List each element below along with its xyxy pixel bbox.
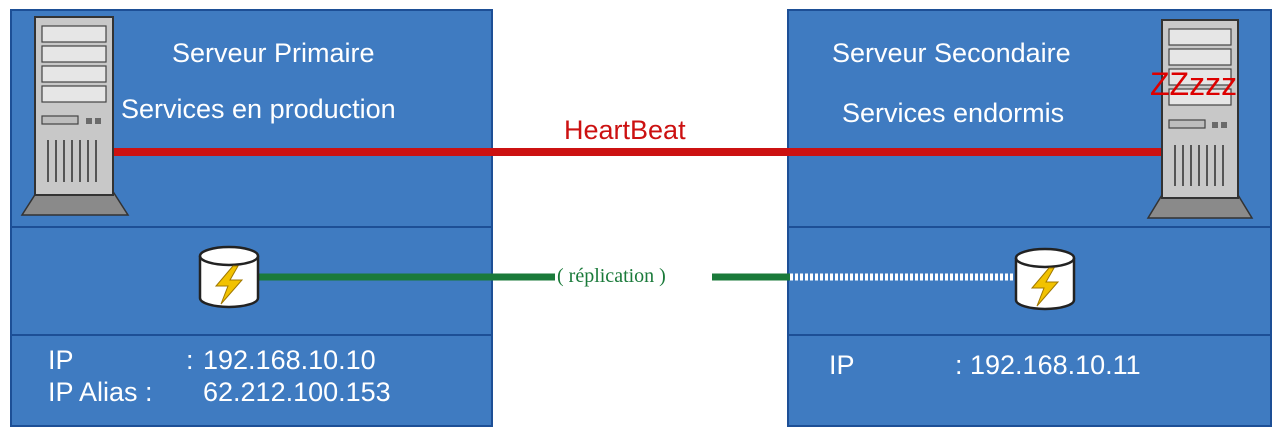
- primary-alias-label: IP Alias :: [48, 377, 153, 407]
- database-lightning-icon: [198, 245, 260, 309]
- secondary-ip-panel: [787, 334, 1272, 427]
- primary-ip-panel: [10, 334, 493, 427]
- primary-alias-value: 62.212.100.153: [203, 377, 391, 407]
- primary-ip-value: 192.168.10.10: [203, 345, 376, 375]
- server-tower-icon-secondary: [1146, 19, 1254, 219]
- server-tower-icon: [20, 16, 130, 216]
- sleep-indicator: ZZzzz: [1150, 66, 1238, 102]
- primary-ip-label: IP: [48, 345, 74, 375]
- secondary-ip-value: : 192.168.10.11: [955, 350, 1141, 380]
- heartbeat-label: HeartBeat: [564, 115, 686, 145]
- secondary-ip-label: IP: [829, 350, 855, 380]
- replication-label: ( réplication ): [557, 265, 666, 287]
- primary-server-subtitle: Services en production: [121, 94, 396, 124]
- database-lightning-icon-secondary: [1014, 247, 1076, 311]
- primary-ip-separator: :: [186, 345, 194, 375]
- secondary-server-subtitle: Services endormis: [842, 98, 1065, 128]
- secondary-server-title: Serveur Secondaire: [832, 38, 1071, 68]
- primary-server-title: Serveur Primaire: [172, 38, 375, 68]
